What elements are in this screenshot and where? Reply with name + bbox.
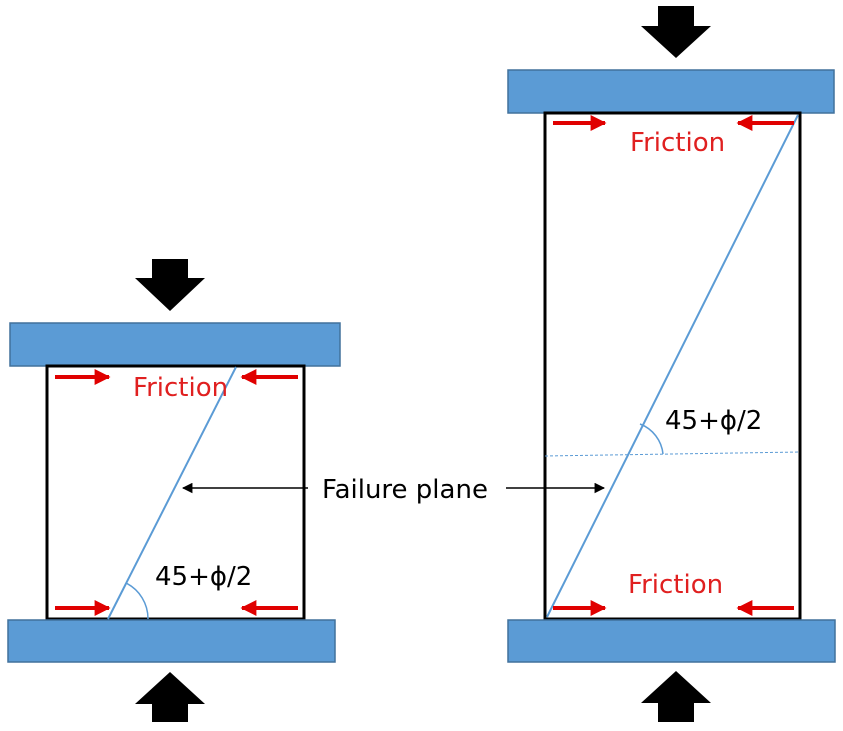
failure-plane-line: [107, 366, 237, 620]
bottom-load-arrow-icon: [135, 672, 205, 722]
short-specimen: Friction 45+ϕ/2: [7, 259, 341, 722]
angle-arc: [125, 582, 149, 620]
tall-specimen: Friction Friction 45+ϕ/2: [507, 6, 836, 722]
bottom-platen: [507, 619, 836, 663]
failure-plane-label: Failure plane: [322, 475, 488, 505]
top-load-arrow-icon: [641, 6, 711, 58]
friction-label: Friction: [628, 570, 723, 600]
failure-plane-line: [546, 114, 799, 618]
friction-label: Friction: [133, 373, 228, 403]
mid-reference-line: [544, 451, 801, 457]
friction-label: Friction: [630, 128, 725, 158]
angle-label: 45+ϕ/2: [665, 406, 762, 436]
specimen-body: [45, 364, 306, 621]
bottom-load-arrow-icon: [641, 671, 711, 722]
failure-plane-callout: Failure plane: [181, 475, 606, 505]
angle-arc: [639, 423, 664, 455]
bottom-platen: [7, 619, 336, 663]
top-platen: [507, 69, 835, 114]
top-load-arrow-icon: [135, 259, 205, 311]
angle-label: 45+ϕ/2: [155, 562, 252, 592]
top-platen: [9, 322, 341, 367]
